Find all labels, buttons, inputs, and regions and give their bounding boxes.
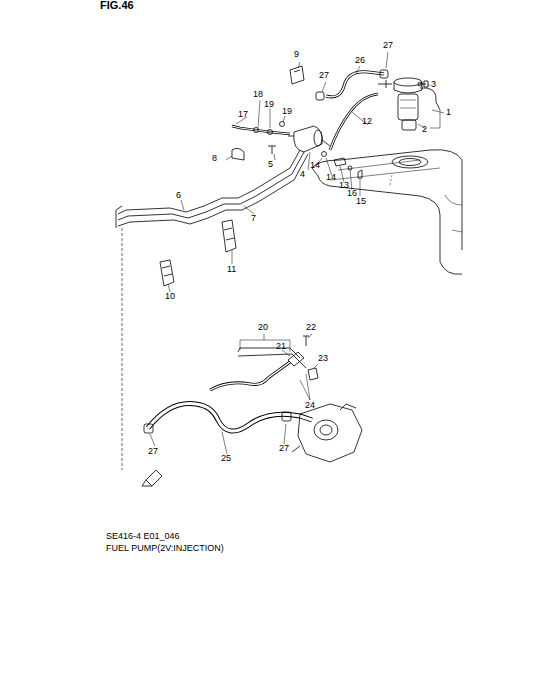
callout-number: 25 — [221, 453, 231, 463]
callout-number: 21 — [276, 341, 286, 351]
callout-number: 19 — [282, 106, 292, 116]
callout-number: 5 — [268, 159, 273, 169]
callout-number: 4 — [300, 169, 305, 179]
callout-number: 27 — [279, 443, 289, 453]
callout-number: 24 — [305, 400, 315, 410]
callout-number: 23 — [318, 353, 328, 363]
callout-number: 16 — [347, 188, 357, 198]
callout-number: 27 — [383, 40, 393, 50]
callout-number: 7 — [251, 213, 256, 223]
callout-number: 11 — [227, 264, 236, 274]
callout-number: 12 — [362, 116, 372, 126]
caption: FUEL PUMP(2V:INJECTION) — [106, 543, 224, 553]
callout-number: 26 — [355, 55, 365, 65]
callout-number: 6 — [176, 190, 181, 200]
callout-number: 27 — [319, 70, 329, 80]
callout-number: 18 — [253, 89, 263, 99]
callout-number: 3 — [431, 79, 436, 89]
callout-number: 14 — [326, 172, 336, 182]
callout-number: 22 — [306, 322, 316, 332]
callout-number: 1 — [446, 107, 451, 117]
callout-number: 10 — [165, 291, 175, 301]
callout-number: 2 — [422, 124, 427, 134]
callout-number: 8 — [212, 153, 217, 163]
callout-number: 20 — [258, 322, 268, 332]
callout-number: 19 — [264, 99, 274, 109]
callout-number: 17 — [238, 109, 248, 119]
callout-number: 14 — [310, 160, 320, 170]
figure-number: FIG.46 — [100, 0, 134, 10]
callout-number: 9 — [294, 49, 299, 59]
callout-number: 27 — [148, 446, 158, 456]
drawing-code: SE416-4 E01_046 — [106, 531, 180, 541]
callout-number: 15 — [356, 196, 366, 206]
